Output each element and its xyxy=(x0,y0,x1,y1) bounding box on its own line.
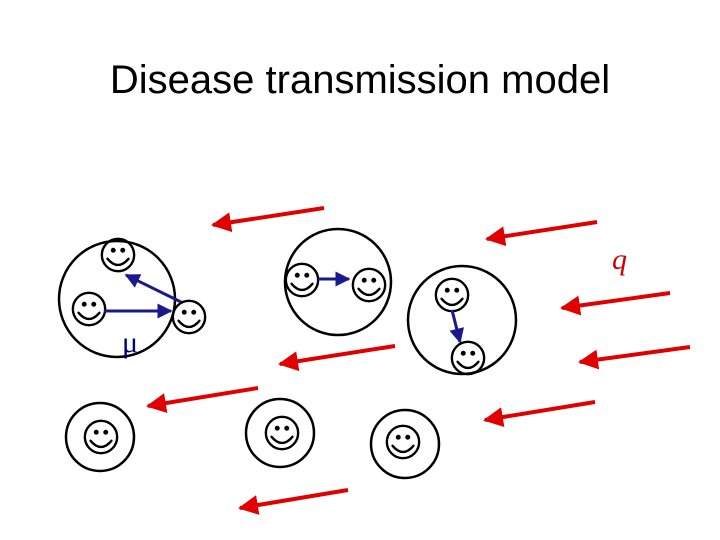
transmission-arrow xyxy=(449,309,465,344)
infection-arrow xyxy=(578,345,691,370)
smiley-face-icon xyxy=(71,291,107,327)
infection-arrow xyxy=(483,400,596,427)
smiley-face-icon xyxy=(100,237,136,273)
smiley-face-icon xyxy=(434,277,470,313)
smiley-face-icon xyxy=(385,424,421,460)
smiley-face-icon xyxy=(351,267,387,303)
smiley-face-icon xyxy=(83,419,119,455)
mu-label: μ xyxy=(122,326,138,359)
infection-arrow xyxy=(278,344,396,372)
smiley-face-icon xyxy=(284,262,320,298)
infection-arrow xyxy=(146,386,259,413)
infection-arrow xyxy=(238,488,349,515)
q-label: q xyxy=(612,243,627,276)
infection-arrow xyxy=(485,220,598,247)
transmission-arrow xyxy=(124,273,182,304)
smiley-face-icon xyxy=(171,299,207,335)
household-circle-single-2 xyxy=(244,397,316,469)
infection-arrow xyxy=(211,206,325,233)
household-circle-single-1 xyxy=(64,401,136,473)
household-circle-single-3 xyxy=(369,408,441,480)
infection-arrow xyxy=(560,291,671,316)
smiley-face-icon xyxy=(450,340,486,376)
page-title: Disease transmission model xyxy=(109,58,611,102)
smiley-face-icon xyxy=(264,415,300,451)
